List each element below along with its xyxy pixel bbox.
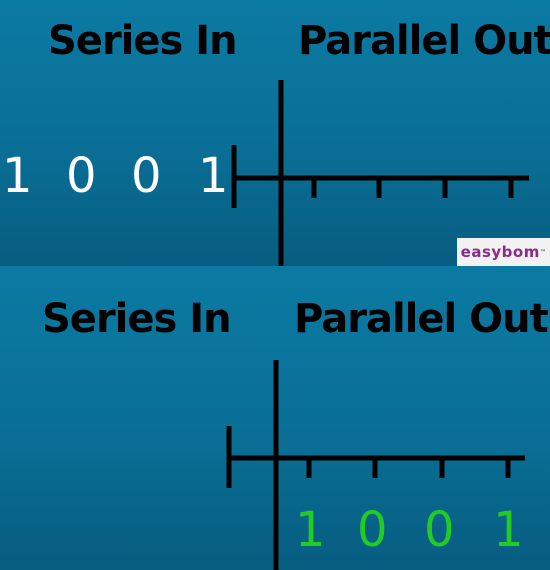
top-register-wires: [231, 80, 529, 266]
top-panel: Series In Parallel Out 1 0 0 1: [0, 0, 550, 266]
output-bit: 0: [424, 502, 455, 558]
output-bit: 1: [295, 502, 326, 558]
parallel-out-heading: Parallel Out: [298, 18, 550, 64]
input-bit: 0: [66, 148, 97, 204]
logo-trademark: ™: [539, 248, 547, 256]
series-in-heading: Series In: [42, 296, 232, 342]
input-bit: 0: [131, 148, 162, 204]
logo-brand: easybom: [460, 243, 540, 261]
bottom-panel: Series In Parallel Out 1 0 0 1: [0, 266, 550, 570]
output-bit: 0: [357, 502, 388, 558]
input-bit: 1: [2, 148, 33, 204]
input-bit: 1: [198, 148, 229, 204]
parallel-out-heading: Parallel Out: [294, 296, 549, 342]
series-in-heading: Series In: [48, 18, 238, 64]
bottom-register-wires: [226, 360, 525, 570]
output-bit: 1: [493, 502, 524, 558]
